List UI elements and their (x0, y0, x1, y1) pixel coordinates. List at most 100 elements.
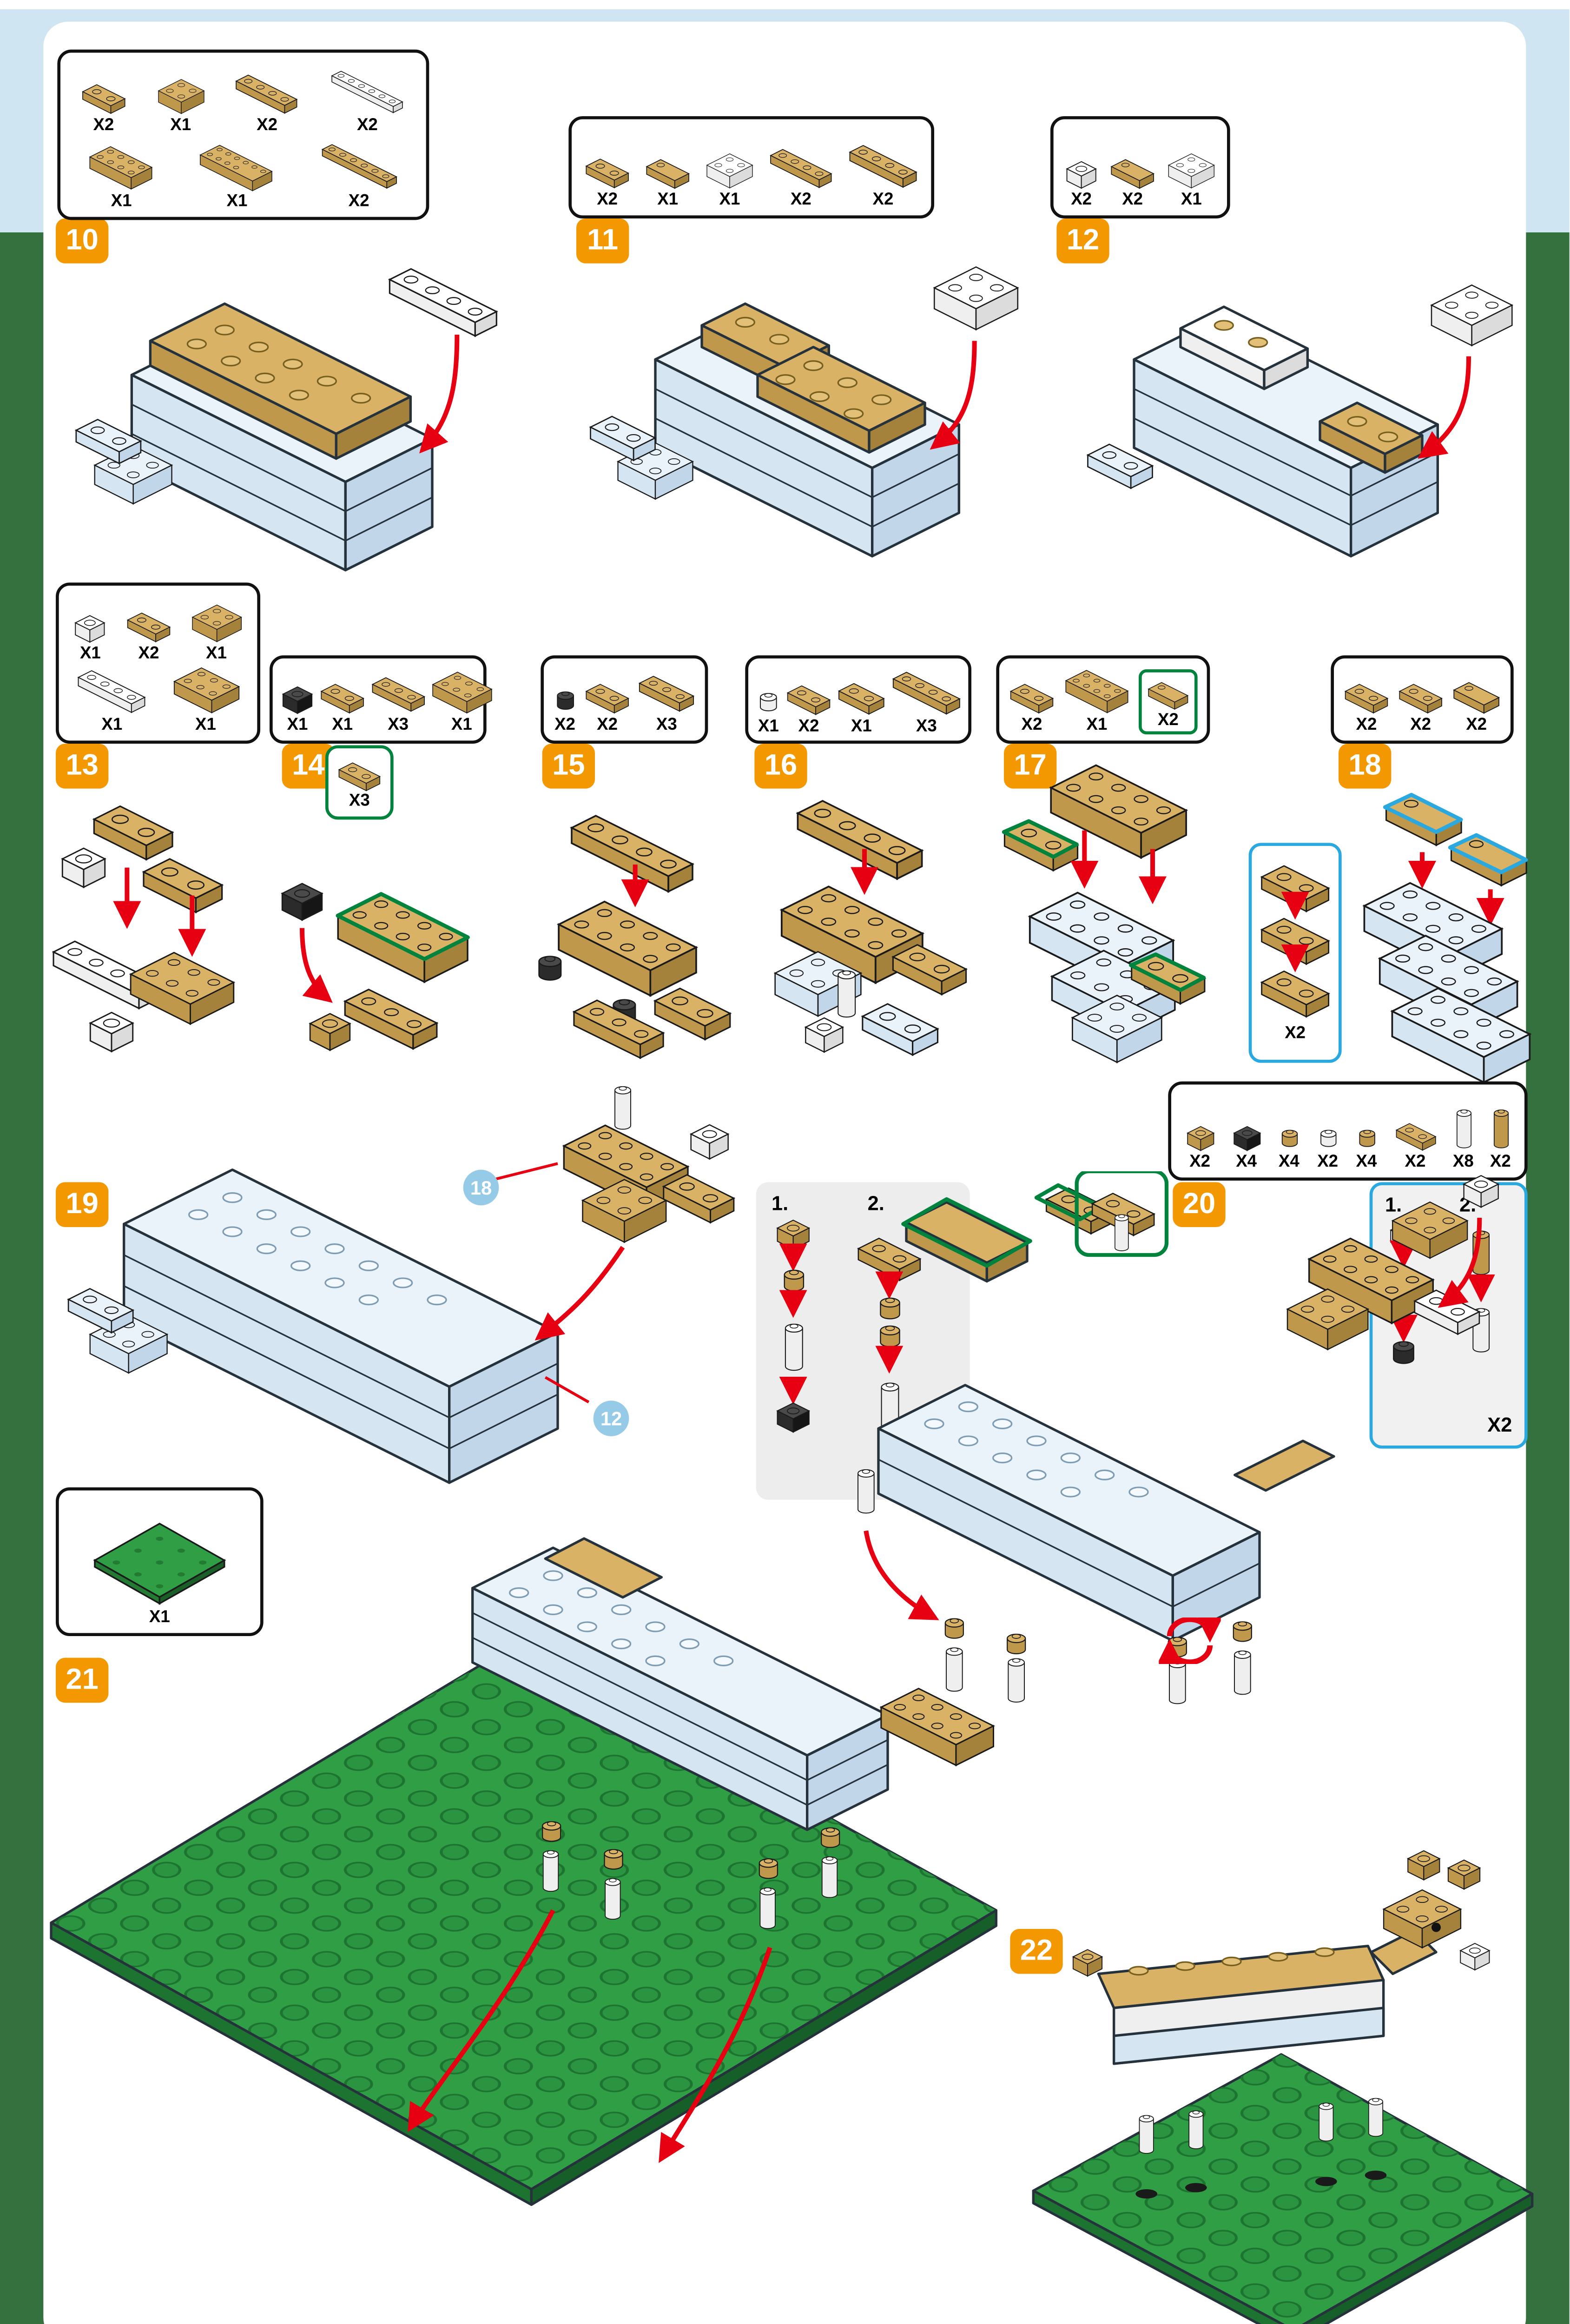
part-brick-tan-slope: X1 (645, 150, 691, 209)
callout-step-18: X2 (1248, 843, 1342, 1063)
part-brick-white-1x6: X2 (329, 65, 406, 135)
part-qty: X2 (1466, 715, 1487, 734)
step-number: 13 (66, 749, 99, 782)
leg-assembly-diagram (777, 1220, 921, 1433)
brick-tan-2x2-icon (158, 79, 204, 114)
part-qty: X1 (758, 717, 779, 736)
step-badge-12: 12 (1056, 218, 1109, 264)
part-qty: X2 (597, 190, 618, 209)
part-qty: X2 (138, 644, 159, 663)
step-number: 17 (1014, 749, 1047, 782)
brick-tan-1x4-icon (849, 145, 917, 188)
brick-tan-1x6-icon (321, 144, 396, 189)
part-brick-white-2x2: X1 (705, 150, 755, 209)
brick-tan-1x3-icon (372, 677, 425, 712)
part-brick-tan-1x6: X2 (318, 138, 399, 211)
part-brick-tan-slope: X2 (1451, 673, 1501, 734)
illustration-step-22 (1032, 1850, 1534, 2324)
ref-circle-18: 18 (463, 1169, 499, 1206)
part-qty: X2 (790, 190, 811, 209)
parts-box-step-11: X2 X1 X1 X2 X2 (568, 116, 934, 218)
brick-tan-1x1-icon (1186, 1126, 1214, 1151)
part-qty: X1 (451, 715, 472, 734)
step-number: 11 (587, 224, 619, 257)
part-brick-tan-2x6: X1 (198, 141, 276, 211)
parts-box-step-13: X1 X2 X1 X1 X1 (55, 582, 260, 744)
parts-box-step-17: X2 X1 X2 (996, 655, 1210, 744)
part-qty: X2 (1405, 1152, 1426, 1171)
brick-tan-2x3-icon (432, 672, 492, 713)
part-brick-black-1x1: X1 (280, 683, 314, 734)
brick-tan-1x2-icon (586, 158, 629, 188)
illustration-step-17 (1002, 764, 1206, 1063)
brick-tan-2x4-icon (90, 146, 153, 190)
part-cylinder-tan: X2 (1490, 1106, 1511, 1171)
part-brick-tan-1x2: X1 (319, 675, 366, 734)
brick-tan-slope-icon (1111, 159, 1154, 189)
brick-white-2x2-icon (1168, 153, 1215, 189)
brick-tan-2x2-icon (191, 604, 241, 642)
callout-qty: X2 (1285, 1024, 1306, 1043)
part-brick-tan-1x2: X2 (125, 604, 172, 663)
illustration-step-18 (1363, 792, 1531, 1083)
part-round-black-1x1: X2 (553, 688, 577, 734)
round-black-1x1-icon (556, 691, 574, 710)
illustration-step-11 (590, 266, 1019, 558)
part-qty: X1 (111, 192, 132, 211)
illustration-step-12 (1087, 284, 1513, 558)
leg-assembly-diagram (1389, 1222, 1495, 1364)
part-brick-white-2x2: X1 (1167, 150, 1216, 209)
part-brick-tan-1x4: X2 (235, 68, 300, 135)
part-qty: X1 (719, 190, 740, 209)
step-badge-19: 19 (55, 1182, 109, 1227)
brick-tan-1x2-icon (1399, 684, 1442, 713)
cylinder-white-icon (1456, 1109, 1471, 1149)
brick-tan-1x2-icon (787, 685, 831, 715)
part-brick-tan-slope: X2 (1109, 150, 1156, 209)
part-qty: X3 (388, 715, 409, 734)
brick-tan-1x2-icon (1010, 684, 1054, 713)
part-brick-tan-2x4: X1 (1063, 666, 1131, 734)
step-badge-22: 22 (1010, 1928, 1063, 1974)
illustration-step-21 (50, 1537, 997, 2206)
part-qty: X2 (1189, 1152, 1211, 1171)
part-brick-tan-1x2: X2 (1009, 675, 1055, 734)
step-badge-16: 16 (754, 743, 807, 789)
brick-white-1x6-icon (331, 71, 403, 113)
part-qty: X1 (101, 715, 123, 734)
part-qty: X1 (226, 192, 248, 211)
step-badge-21: 21 (55, 1657, 109, 1703)
brick-tan-1x3-icon (639, 676, 695, 712)
illustration-step-16 (774, 800, 967, 1056)
part-brick-tan-1x1: X2 (1184, 1123, 1215, 1171)
part-green-baseplate: X1 (88, 1517, 231, 1627)
brick-black-1x1-icon (282, 686, 313, 714)
part-qty: X2 (798, 717, 819, 736)
parts-box-step-14: X1 X1 X3 X1 (269, 655, 492, 744)
brick-tan-1x2-icon (321, 684, 364, 713)
brick-tan-slope-icon (1148, 682, 1188, 710)
part-qty: X1 (287, 715, 308, 734)
part-qty: X2 (348, 192, 369, 211)
part-qty: X1 (206, 644, 227, 663)
part-qty: X2 (93, 116, 114, 135)
part-brick-tan-2x3: X1 (431, 668, 493, 734)
substep-1-label: 1. (771, 1191, 789, 1215)
brick-tan-1x4-icon (770, 149, 832, 188)
step-number: 10 (66, 224, 99, 257)
substep-2-label: 2. (867, 1191, 884, 1215)
part-brick-tan-1x2: X2 (1393, 1116, 1437, 1171)
part-qty: X1 (657, 190, 679, 209)
brick-tan-2x6-icon (199, 145, 272, 191)
step-badge-13: 13 (55, 743, 109, 789)
brick-tan-1x2-icon (838, 683, 884, 715)
step-number: 22 (1020, 1934, 1053, 1967)
part-brick-tan-1x4: X2 (847, 138, 918, 209)
step-number: 15 (552, 749, 585, 782)
sub-steps-box-a: 1. 2. X2 (756, 1182, 970, 1500)
brick-tan-2x3-icon (173, 667, 239, 713)
part-brick-tan-1x2: X2 (1343, 675, 1390, 734)
part-qty: X2 (1122, 190, 1143, 209)
step-badge-15: 15 (542, 743, 595, 789)
round-white-1x1-icon (1319, 1129, 1336, 1147)
